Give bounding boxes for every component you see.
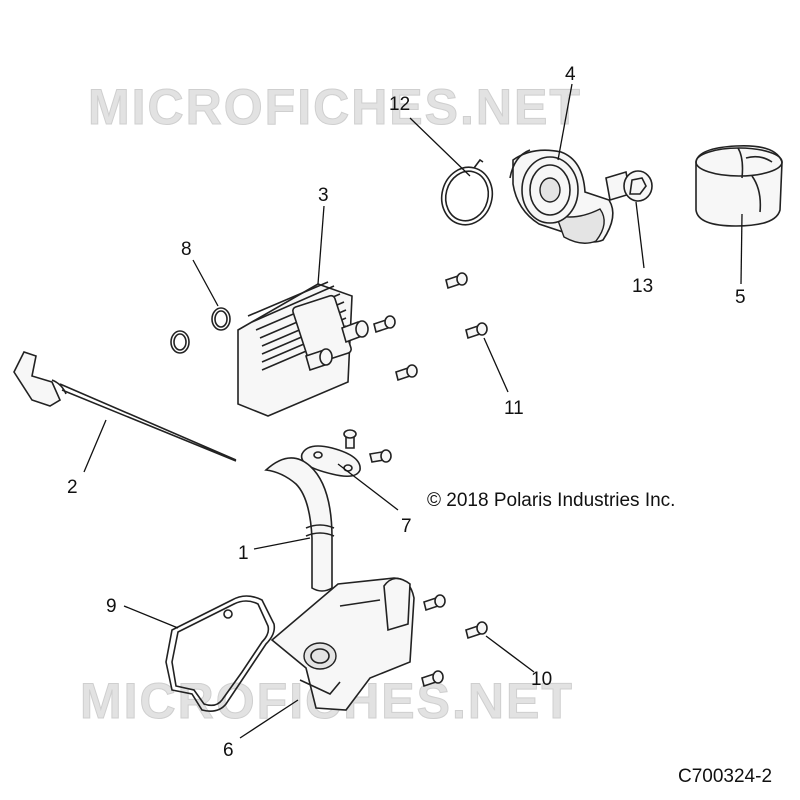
part-9-pan-gasket[interactable]: [165, 595, 276, 712]
callout-9: 9: [106, 596, 117, 617]
part-13-center-bolt[interactable]: [605, 170, 653, 202]
callout-numbers: 1 2 3 4 5 6 7 8 9 10 11 12 13: [67, 64, 746, 761]
callout-8: 8: [181, 239, 192, 260]
callout-6: 6: [223, 740, 234, 761]
part-8-o-rings[interactable]: [170, 307, 231, 354]
copyright-notice: © 2018 Polaris Industries Inc.: [427, 490, 676, 511]
part-11-bolts[interactable]: [373, 272, 488, 382]
part-6-oil-pump-housing[interactable]: [270, 577, 415, 711]
callout-11: 11: [504, 398, 524, 419]
callout-4: 4: [565, 64, 576, 85]
figure-id: C700324-2: [678, 766, 773, 787]
callout-10: 10: [531, 669, 552, 690]
part-12-seal-ring[interactable]: [435, 158, 498, 230]
callout-3: 3: [318, 185, 329, 206]
cooler-fitting-lower: [305, 348, 333, 372]
callout-12: 12: [389, 94, 410, 115]
part-5-oil-filter[interactable]: [695, 145, 783, 227]
cooler-fitting-upper: [341, 320, 369, 344]
callout-1: 1: [238, 543, 249, 564]
part-3-oil-cooler[interactable]: [237, 281, 369, 417]
callout-13: 13: [632, 276, 653, 297]
watermark-top: MICROFICHES.NET: [88, 79, 582, 136]
callout-5: 5: [735, 287, 746, 308]
part-2-dipstick[interactable]: [13, 351, 237, 462]
callout-7: 7: [401, 516, 412, 537]
part-10-bolts[interactable]: [421, 594, 488, 688]
leader-lines: [83, 83, 743, 739]
callout-2: 2: [67, 477, 78, 498]
part-4-filter-adapter[interactable]: [509, 149, 614, 244]
part-1-pickup-tube[interactable]: [264, 457, 335, 592]
part-7-gasket[interactable]: [300, 429, 392, 478]
